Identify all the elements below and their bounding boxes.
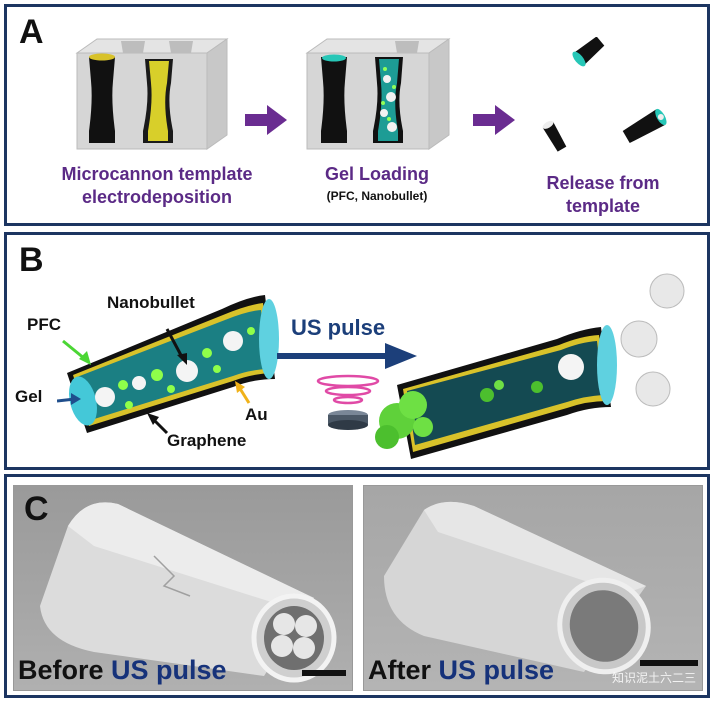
panel-a: A Microcannon template electrodeposition [4, 4, 710, 226]
panel-a-letter: A [19, 13, 44, 51]
panel-b-letter: B [19, 241, 44, 279]
sem-image-before: C Before US pulse [13, 485, 353, 691]
step2-label: Gel Loading [324, 164, 429, 184]
template-block-2 [305, 38, 451, 150]
watermark-text: 知识泥土六二三 [611, 671, 696, 685]
released-cannons [542, 37, 667, 152]
microcannon-diagram [57, 295, 279, 435]
template-block-1 [75, 38, 229, 150]
arrow-icon [473, 105, 515, 135]
caption-after: After US pulse [368, 655, 555, 685]
panel-b: B Nanobullet PFC Gel G [4, 232, 710, 470]
scale-bar [640, 660, 698, 666]
label-nanobullet: Nanobullet [107, 293, 195, 312]
sem-image-after: After US pulse 知识泥土六二三 [363, 485, 703, 691]
panel-c-letter: C [24, 490, 49, 528]
label-gel: Gel [15, 387, 43, 406]
arrow-icon [245, 105, 287, 135]
microcannon-after-sem [384, 501, 651, 675]
us-pulse-label: US pulse [291, 315, 386, 340]
step3-label: Release from template [546, 173, 660, 216]
label-au: Au [245, 405, 268, 424]
step1-label: Microcannon template electrodeposition [61, 164, 253, 207]
ultrasound-transducer-icon [316, 374, 380, 430]
step2-sub: (PFC, Nanobullet) [326, 189, 428, 203]
arrow-icon [277, 343, 417, 369]
panel-c: C Before US pulse After US pulse 知识泥土六二三 [4, 474, 710, 698]
scale-bar [302, 670, 346, 676]
label-graphene: Graphene [167, 431, 247, 450]
microcannon-firing-diagram [375, 273, 685, 459]
caption-before: Before US pulse [18, 655, 227, 685]
label-pfc: PFC [27, 315, 61, 334]
microcannon-before-sem [40, 502, 337, 683]
